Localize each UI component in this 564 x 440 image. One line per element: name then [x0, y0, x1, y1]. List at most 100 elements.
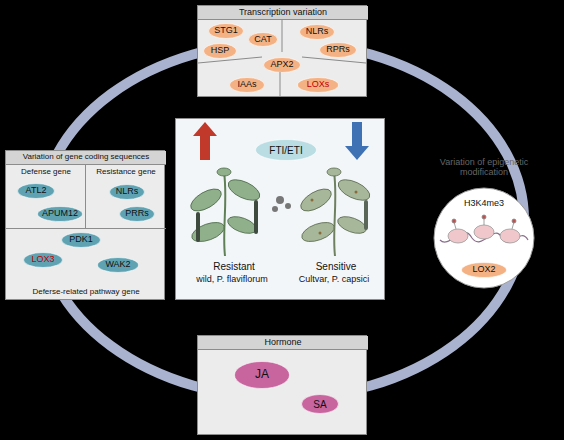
down-arrow: [345, 122, 369, 160]
ellipse-shape: [18, 184, 55, 199]
ellipse-label: STG1: [208, 23, 244, 39]
mark-dot: [482, 215, 486, 219]
ellipse-label: HSP: [203, 43, 237, 59]
catkin: [364, 200, 368, 230]
ellipse-label: ATL2: [17, 183, 55, 199]
ellipse-label: PDK1: [61, 232, 101, 248]
phenotype-panel: Resistantwild, P. flaviflorumSensitiveCu…: [175, 118, 385, 300]
ellipse-label: LOXs: [297, 77, 339, 93]
gene-ellipse: RPRs: [319, 42, 357, 58]
node-text: wild, P. flaviflorum: [176, 273, 288, 287]
box-heading: Variation of gene coding sequences: [6, 151, 166, 165]
plant-leaf: [226, 213, 259, 236]
ellipse-shape: [256, 140, 317, 161]
ellipse-label: LOX2: [461, 262, 507, 278]
lesion-spot: [311, 199, 314, 202]
ellipse-label: CAT: [248, 32, 278, 47]
gene-ellipse: NLRs: [109, 184, 145, 200]
ellipse-shape: [110, 185, 145, 200]
node-text: Defense gene: [6, 166, 86, 179]
nucleosome: [474, 225, 494, 239]
ellipse-label: PRRs: [119, 206, 155, 222]
lesion-spot: [319, 232, 322, 235]
spore: [272, 206, 278, 212]
nucleosomes: [440, 215, 528, 243]
mark-stem: [484, 218, 485, 225]
pathogen-spores: [272, 196, 291, 212]
category-box: Transcription variationSTG1CATHSPNLRsRPR…: [197, 5, 367, 97]
gene-ellipse: HSP: [203, 43, 237, 59]
ellipse-shape: [204, 44, 237, 59]
node-text: Resistance gene: [86, 166, 166, 179]
spore: [285, 203, 291, 209]
up-arrow: [193, 122, 217, 160]
ellipse-shape: [264, 58, 301, 73]
node-text: H3K4me3: [450, 197, 518, 211]
methyl-marks: [452, 215, 516, 229]
gene-section: Resistance geneNLRsPRRs: [86, 165, 166, 229]
arrow-shaft: [200, 134, 210, 160]
gene-ellipse: LOX3: [23, 252, 63, 268]
arrow-head: [193, 122, 217, 136]
plant-leaf: [297, 185, 334, 216]
gene-ellipse: PDK1: [61, 232, 101, 248]
ellipse-label: NLRs: [109, 184, 145, 200]
gene-ellipse: APX2: [263, 57, 301, 73]
divider-lines: [198, 19, 366, 96]
node-text: Cultvar, P. capsici: [282, 273, 386, 287]
gene-ellipse: LOXs: [297, 77, 339, 93]
hormone-ellipse: SA: [301, 394, 339, 414]
ellipse-shape: [300, 25, 335, 40]
plant-leaf: [335, 176, 373, 205]
plant-leaf: [189, 219, 226, 246]
category-box: Variation of gene coding sequencesDefens…: [5, 150, 165, 300]
arrow-shaft: [352, 122, 362, 148]
resistant-plant: [187, 168, 263, 256]
ellipse-label: IAAs: [229, 77, 265, 93]
ellipse-shape: [209, 24, 244, 39]
nucleosome: [500, 229, 520, 243]
node-text: Resistant: [184, 259, 284, 273]
mark-dot: [512, 219, 516, 223]
gene-ellipse: WAK2: [97, 257, 139, 273]
plant-leaf: [217, 168, 231, 176]
plant-leaf: [336, 213, 369, 236]
category-box: HormoneJA SA: [197, 335, 367, 435]
divider-line: [198, 57, 262, 63]
ellipse-shape: [462, 263, 507, 278]
box-heading: Hormone: [198, 336, 368, 350]
gene-section: Defense geneATL2APUM12: [6, 165, 86, 229]
ellipse-label: RPRs: [319, 42, 357, 58]
plant-stem: [334, 172, 335, 256]
gene-ellipse: STG1: [208, 23, 244, 39]
spore: [276, 196, 284, 204]
gene-section: Deferse-related pathway gene PDK1LOX3 WAK2: [6, 229, 166, 301]
ellipse-label: APUM12: [37, 206, 83, 222]
gene-ellipse: CAT: [248, 32, 278, 47]
gene-ellipse: IAAs: [229, 77, 265, 93]
ellipse-label: FTI/ETI: [255, 139, 317, 161]
ellipse-shape: [302, 395, 339, 414]
plant-leaf: [225, 176, 263, 205]
ellipse-label: SA: [301, 394, 339, 414]
node-text: Deferse-related pathway gene: [6, 285, 166, 299]
mark-stem: [454, 222, 456, 229]
immunity-ellipse: FTI/ETI: [255, 139, 317, 161]
gene-ellipse: PRRs: [119, 206, 155, 222]
plant-leaf: [187, 185, 224, 216]
ellipse-shape: [38, 207, 83, 222]
gene-ellipse: ATL2: [17, 183, 55, 199]
ellipse-label: LOX3: [23, 252, 63, 268]
ellipse-shape: [230, 78, 265, 93]
ellipse-label: JA: [234, 361, 290, 389]
mark-stem: [512, 222, 514, 229]
ellipse-shape: [235, 362, 290, 389]
ellipse-shape: [298, 78, 339, 93]
plant-leaf: [327, 168, 341, 176]
ellipse-label: WAK2: [97, 257, 139, 273]
node-text: Sensitive: [288, 259, 384, 273]
ellipse-shape: [62, 233, 101, 248]
box-heading: Transcription variation: [198, 6, 368, 20]
